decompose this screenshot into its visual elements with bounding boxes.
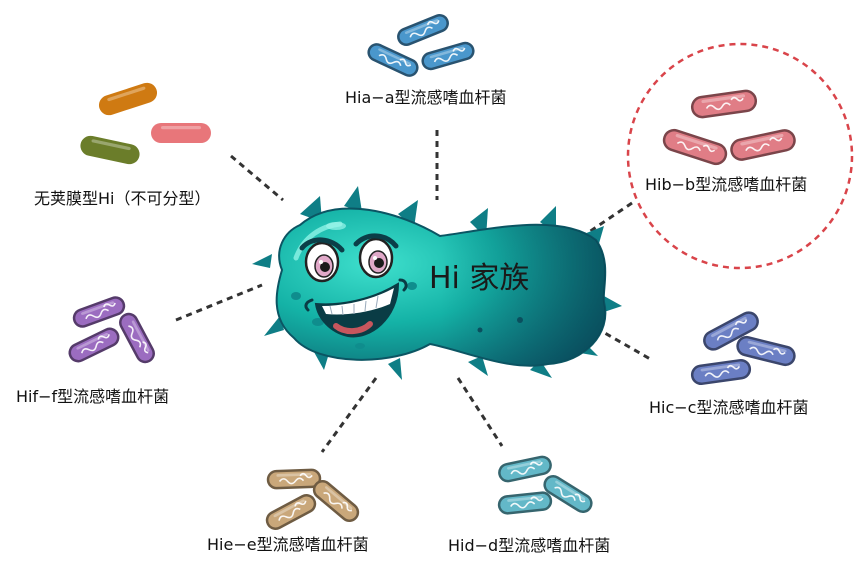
hia-bacteria-rod-1 — [397, 14, 449, 46]
hib-bacteria-rod-3 — [730, 129, 796, 161]
hid-bacteria-rod-1 — [498, 455, 552, 483]
label-hid: Hid−d型流感嗜血杆菌 — [448, 536, 611, 555]
hid-bacteria — [497, 455, 593, 515]
label-hia: Hia−a型流感嗜血杆菌 — [345, 88, 507, 107]
hif-bacteria — [68, 296, 155, 364]
hie-bacteria-rod-3 — [265, 494, 317, 530]
hia-bacteria-rod-2 — [367, 43, 419, 77]
nontypeable-bacteria — [80, 82, 211, 165]
label-hib: Hib−b型流感嗜血杆菌 — [645, 175, 808, 194]
connector-d — [456, 377, 504, 447]
central-bacterium-mascot — [252, 186, 622, 380]
hic-bacteria-rod-1 — [703, 311, 759, 351]
center-title: Hi 家族 — [429, 261, 530, 296]
label-nontypeable: 无荚膜型Hi（不可分型） — [34, 189, 211, 208]
nontypeable-rod-2 — [151, 123, 211, 143]
hif-bacteria-rod-1 — [72, 296, 126, 328]
hic-bacteria-rod-3 — [690, 358, 752, 386]
hie-bacteria-rod-1 — [266, 468, 322, 490]
hie-bacteria — [265, 468, 360, 530]
hib-bacteria-rod-2 — [662, 128, 728, 166]
hib-highlight-circle — [626, 42, 854, 270]
connector-f — [175, 283, 263, 322]
hib-bacteria-rod-1 — [690, 89, 758, 119]
hid-bacteria-rod-2 — [543, 474, 593, 514]
hif-bacteria-rod-3 — [68, 327, 120, 363]
nontypeable-rod-3 — [80, 135, 140, 165]
hid-bacteria-rod-3 — [497, 491, 553, 515]
hia-bacteria — [367, 14, 475, 77]
hia-bacteria-rod-3 — [421, 41, 475, 71]
connector-nt — [230, 154, 284, 202]
connector-c — [595, 326, 653, 362]
label-hic: Hic−c型流感嗜血杆菌 — [649, 398, 809, 417]
label-hie: Hie−e型流感嗜血杆菌 — [207, 535, 369, 554]
label-hif: Hif−f型流感嗜血杆菌 — [16, 387, 170, 406]
connector-b — [585, 201, 633, 236]
hif-bacteria-rod-2 — [119, 312, 155, 364]
connector-e — [320, 377, 378, 453]
hie-bacteria-rod-2 — [312, 480, 360, 522]
hic-bacteria — [690, 311, 796, 386]
hib-bacteria — [662, 89, 796, 166]
hic-bacteria-rod-2 — [736, 335, 796, 367]
nontypeable-rod-1 — [98, 82, 158, 116]
